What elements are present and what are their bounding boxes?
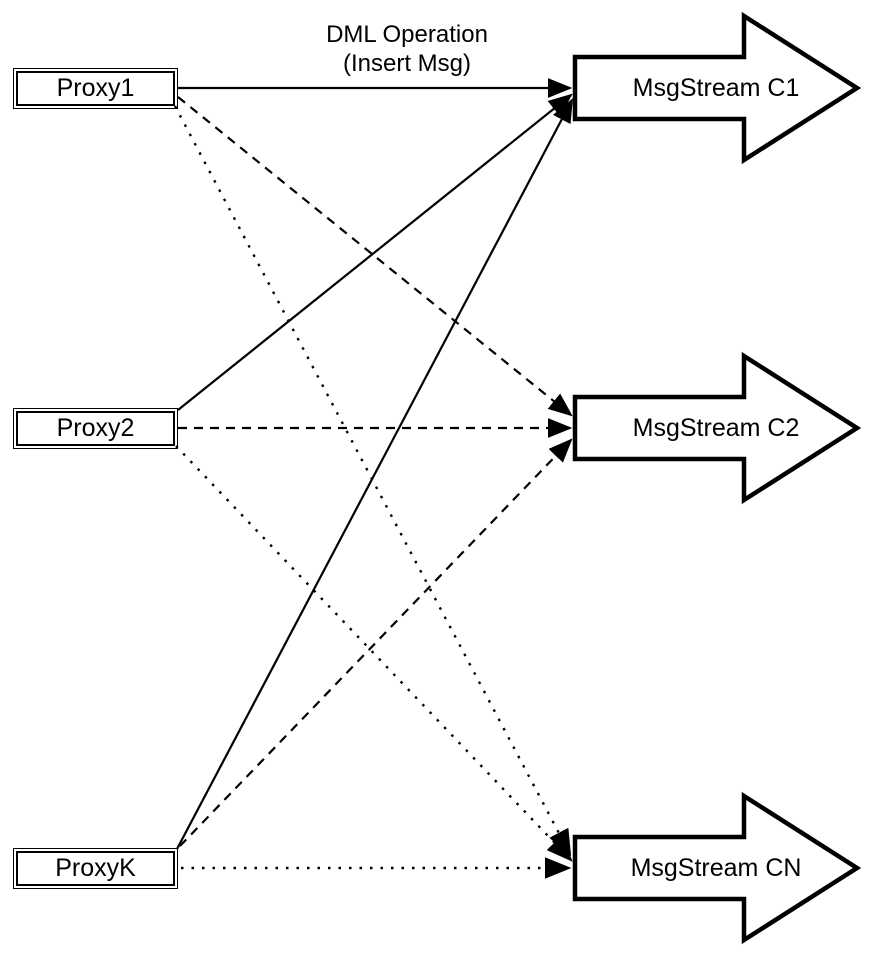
msgstream-cn-arrow — [572, 791, 862, 945]
diagram-title-line2: (Insert Msg) — [342, 50, 471, 77]
edge-proxy2-c1 — [177, 93, 573, 411]
edge-proxy1-c2 — [177, 96, 573, 417]
edge-proxy1-cn — [173, 105, 572, 857]
diagram-title: DML Operation (Insert Msg) — [257, 20, 557, 78]
proxy1-label: Proxy1 — [56, 74, 135, 102]
edge-proxyk-c1 — [176, 98, 574, 850]
proxy2-label: Proxy2 — [56, 414, 135, 442]
proxyk-node: ProxyK — [13, 848, 178, 889]
msgstream-c2-arrow — [572, 351, 862, 505]
edge-proxyk-c2 — [179, 438, 573, 847]
proxyk-label: ProxyK — [55, 854, 136, 882]
proxy2-node: Proxy2 — [13, 408, 178, 449]
edge-proxy2-cn — [175, 445, 573, 862]
msgstream-c1-arrow — [572, 11, 862, 165]
proxy1-node: Proxy1 — [13, 68, 178, 109]
edge-group — [173, 78, 574, 879]
diagram-title-line1: DML Operation — [326, 21, 488, 48]
